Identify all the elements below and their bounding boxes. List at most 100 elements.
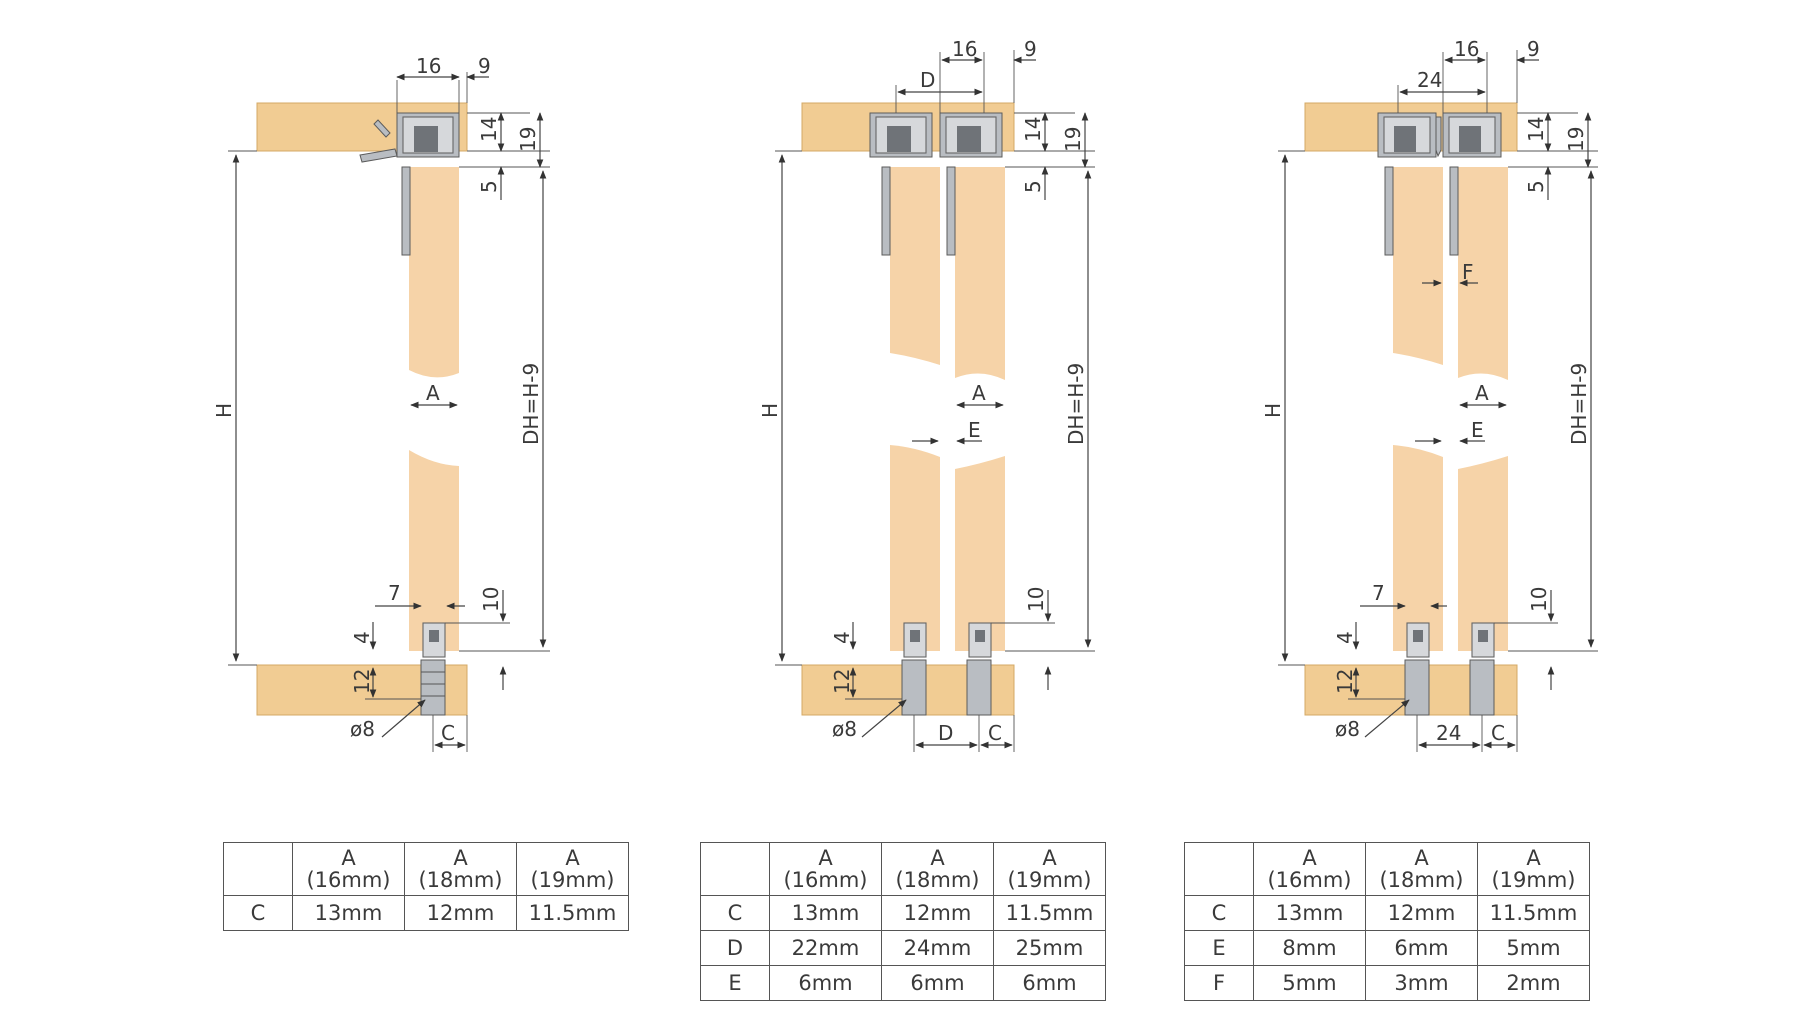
table-corner: [1184, 842, 1254, 896]
top-track-rollers: [1377, 112, 1502, 256]
dim-4: 4: [350, 631, 374, 644]
dim-c: C: [988, 721, 1002, 745]
dim-9: 9: [478, 54, 491, 78]
door-lower: [409, 450, 459, 651]
dim-14: 14: [1021, 117, 1045, 142]
row-label: D: [700, 930, 770, 966]
door-left-lower: [1393, 445, 1443, 651]
row-label: C: [223, 895, 293, 931]
dim-dia: ø8: [832, 717, 857, 741]
dim-e: E: [1471, 418, 1484, 442]
table-cell: 2mm: [1477, 965, 1590, 1001]
screw-icon: [359, 148, 398, 163]
dim-c: C: [1491, 721, 1505, 745]
table-cell: 6mm: [881, 965, 994, 1001]
dim-h: H: [758, 403, 782, 418]
dim-5: 5: [477, 180, 501, 193]
table-cell: 11.5mm: [516, 895, 629, 931]
table-corner: [223, 842, 293, 896]
dim-c: C: [441, 721, 455, 745]
dim-4: 4: [830, 631, 854, 644]
dim-dh: DH=H-9: [1567, 363, 1591, 445]
screw-icon: [1435, 116, 1442, 158]
dim-7: 7: [1372, 581, 1385, 605]
table-header: A(18mm): [1365, 842, 1478, 896]
door-right-lower: [1458, 456, 1508, 651]
dim-14: 14: [1524, 117, 1548, 142]
dim-24: 24: [1417, 68, 1442, 92]
dim-h: H: [1261, 403, 1285, 418]
dim-12: 12: [1333, 669, 1357, 694]
table-row: E 8mm 6mm 5mm: [1184, 930, 1590, 966]
table-row: C 13mm 12mm 11.5mm: [700, 895, 1106, 931]
door-left-upper: [1393, 167, 1443, 365]
dim-16: 16: [952, 37, 977, 61]
table-header: A(16mm): [769, 842, 882, 896]
dim-10: 10: [1024, 587, 1048, 612]
dim-19: 19: [516, 127, 540, 152]
table-row: C 13mm 12mm 11.5mm: [223, 895, 629, 931]
door-right-upper: [1458, 167, 1508, 380]
table-cell: 22mm: [769, 930, 882, 966]
spec-table-single: A(16mm) A(18mm) A(19mm) C 13mm 12mm 11.5…: [223, 842, 629, 931]
table-header: A(19mm): [516, 842, 629, 896]
door-front-upper: [955, 167, 1005, 380]
table-cell: 11.5mm: [1477, 895, 1590, 931]
table-header: A(16mm): [1253, 842, 1366, 896]
table-cell: 6mm: [993, 965, 1106, 1001]
table-row: E 6mm 6mm 6mm: [700, 965, 1106, 1001]
table-cell: 12mm: [881, 895, 994, 931]
table-cell: 12mm: [1365, 895, 1478, 931]
dim-a: A: [1475, 381, 1489, 405]
table-cell: 5mm: [1253, 965, 1366, 1001]
dim-dh: DH=H-9: [1064, 363, 1088, 445]
dim-9: 9: [1527, 37, 1540, 61]
dim-e: E: [968, 418, 981, 442]
table-cell: 6mm: [1365, 930, 1478, 966]
dim-dia: ø8: [350, 717, 375, 741]
table-header: A(16mm): [292, 842, 405, 896]
diagram-double-door-24: 24 16 9 14 19 5 H DH=H-9 F A E: [1261, 37, 1598, 752]
row-label: C: [700, 895, 770, 931]
table-header: A(19mm): [1477, 842, 1590, 896]
door-front-lower: [955, 456, 1005, 651]
row-label: E: [1184, 930, 1254, 966]
table-cell: 6mm: [769, 965, 882, 1001]
diagram-double-door: D 16 9 14 19 5 H DH=H-9 A E 10: [758, 37, 1095, 752]
row-label: C: [1184, 895, 1254, 931]
table-cell: 24mm: [881, 930, 994, 966]
diagram-single-door: 16 9 14 19 5 H DH=H-9 A 7 10 4: [212, 54, 550, 752]
dim-14: 14: [477, 117, 501, 142]
bottom-guide: [420, 622, 446, 716]
spec-table-double-24: A(16mm) A(18mm) A(19mm) C 13mm 12mm 11.5…: [1184, 842, 1590, 1001]
table-header: A(18mm): [881, 842, 994, 896]
table-row: D 22mm 24mm 25mm: [700, 930, 1106, 966]
dim-19: 19: [1061, 127, 1085, 152]
dim-f: F: [1462, 260, 1474, 284]
table-cell: 3mm: [1365, 965, 1478, 1001]
top-track-rollers: [869, 112, 1003, 256]
dim-19: 19: [1564, 127, 1588, 152]
dim-12: 12: [350, 669, 374, 694]
table-cell: 11.5mm: [993, 895, 1106, 931]
row-label: F: [1184, 965, 1254, 1001]
dim-12: 12: [830, 669, 854, 694]
table-cell: 13mm: [292, 895, 405, 931]
door-rear-upper: [890, 167, 940, 365]
table-header: A(18mm): [404, 842, 517, 896]
top-track-roller: [359, 112, 460, 256]
table-cell: 8mm: [1253, 930, 1366, 966]
dim-7: 7: [388, 581, 401, 605]
dim-h: H: [212, 403, 236, 418]
table-cell: 13mm: [769, 895, 882, 931]
dim-10: 10: [1527, 587, 1551, 612]
dim-16: 16: [416, 54, 441, 78]
dim-16: 16: [1454, 37, 1479, 61]
door-upper: [409, 167, 459, 378]
door-rear-lower: [890, 445, 940, 651]
table-row: F 5mm 3mm 2mm: [1184, 965, 1590, 1001]
dim-a: A: [972, 381, 986, 405]
dim-9: 9: [1024, 37, 1037, 61]
row-label: E: [700, 965, 770, 1001]
